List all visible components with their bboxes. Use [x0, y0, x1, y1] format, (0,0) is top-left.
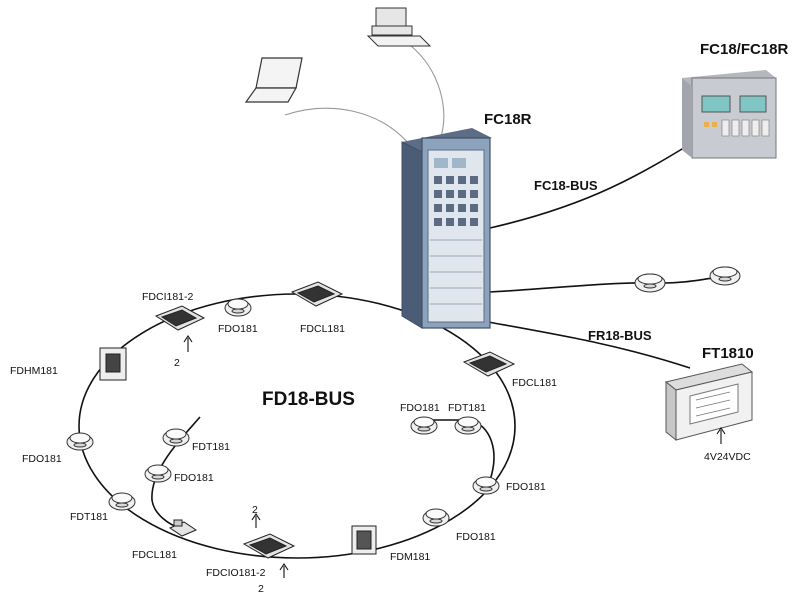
- fdcl-right-label: FDCL181: [512, 377, 557, 389]
- fd18-bus-label: FD18-BUS: [262, 389, 355, 410]
- fdm-label: FDM181: [390, 551, 430, 563]
- fdm-module-icon: [351, 525, 377, 555]
- fdcio-count-bottom-label: 2: [258, 583, 264, 595]
- detector-fdo-left-icon: [66, 432, 94, 451]
- fdci-arrow-icon: [183, 335, 193, 352]
- fd18-bus-ring: [78, 293, 516, 559]
- terminal-supply-arrow-icon: [716, 427, 726, 444]
- fdt-inner-right-label: FDT181: [448, 402, 486, 414]
- fc18-bus-line: [489, 134, 706, 229]
- fdcl-top-module-icon: [290, 281, 344, 307]
- fdci-module-icon: [154, 305, 206, 331]
- detector-fdo-branch-icon: [144, 464, 172, 483]
- fdcl-top-label: FDCL181: [300, 323, 345, 335]
- fdt-left-label: FDT181: [70, 511, 108, 523]
- detector-fdt-branch-icon: [162, 428, 190, 447]
- terminal-supply-label: 4V24VDC: [704, 451, 751, 463]
- fdci-count-label: 2: [174, 357, 180, 369]
- fdt-branch-label: FDT181: [192, 441, 230, 453]
- fdcl-bottom-label: FDCL181: [132, 549, 177, 561]
- controller-label: FC18R: [484, 111, 532, 128]
- fdo-branch-label: FDO181: [174, 472, 214, 484]
- terminal-label: FT1810: [702, 345, 754, 362]
- fdcio-arrow-up-icon: [251, 513, 261, 528]
- fdcio-module-icon: [242, 533, 296, 559]
- laptop-link: [284, 107, 411, 146]
- laptop-icon: [244, 57, 303, 103]
- fc18-bus-label: FC18-BUS: [534, 178, 598, 193]
- detector-fdo-top-icon: [224, 298, 252, 317]
- fr18-bus-label: FR18-BUS: [588, 328, 652, 343]
- detector-fdt-left-icon: [108, 492, 136, 511]
- fdcl-bottom-module-icon: [168, 519, 198, 537]
- fdci-label: FDCI181-2: [142, 291, 194, 303]
- remote-panel-label: FC18/FC18R: [700, 41, 789, 58]
- ft1810-terminal: [664, 363, 754, 442]
- detector-branch-line: [489, 275, 726, 293]
- fdo-inner-right-label: FDO181: [400, 402, 440, 414]
- pc-link: [409, 44, 445, 141]
- detector-branch-2-icon: [709, 266, 741, 286]
- fdo-left-label: FDO181: [22, 453, 62, 465]
- fr18-bus-line: [487, 321, 691, 369]
- fdo-right-mid-label: FDO181: [506, 481, 546, 493]
- detector-fdo-right-bottom-icon: [422, 508, 450, 527]
- fdhm-label: FDHM181: [10, 365, 58, 377]
- fdo-right-bottom-label: FDO181: [456, 531, 496, 543]
- fdcio-label: FDCIO181-2: [206, 567, 266, 579]
- workstation-pc-icon: [366, 7, 432, 47]
- fdo-top-label: FDO181: [218, 323, 258, 335]
- fdcl-right-module-icon: [462, 351, 516, 377]
- fc18-remote-panel: [682, 70, 777, 159]
- fdcio-count-top-label: 2: [252, 504, 258, 516]
- detector-fdo-right-mid-icon: [472, 476, 500, 495]
- detector-branch-1-icon: [634, 273, 666, 293]
- fdcio-arrow-bottom-icon: [279, 563, 289, 578]
- fdhm-module-icon: [99, 347, 127, 381]
- detector-fdo-inner-right-icon: [410, 416, 438, 435]
- fc18r-cabinet: [401, 128, 492, 329]
- detector-fdt-inner-right-icon: [454, 416, 482, 435]
